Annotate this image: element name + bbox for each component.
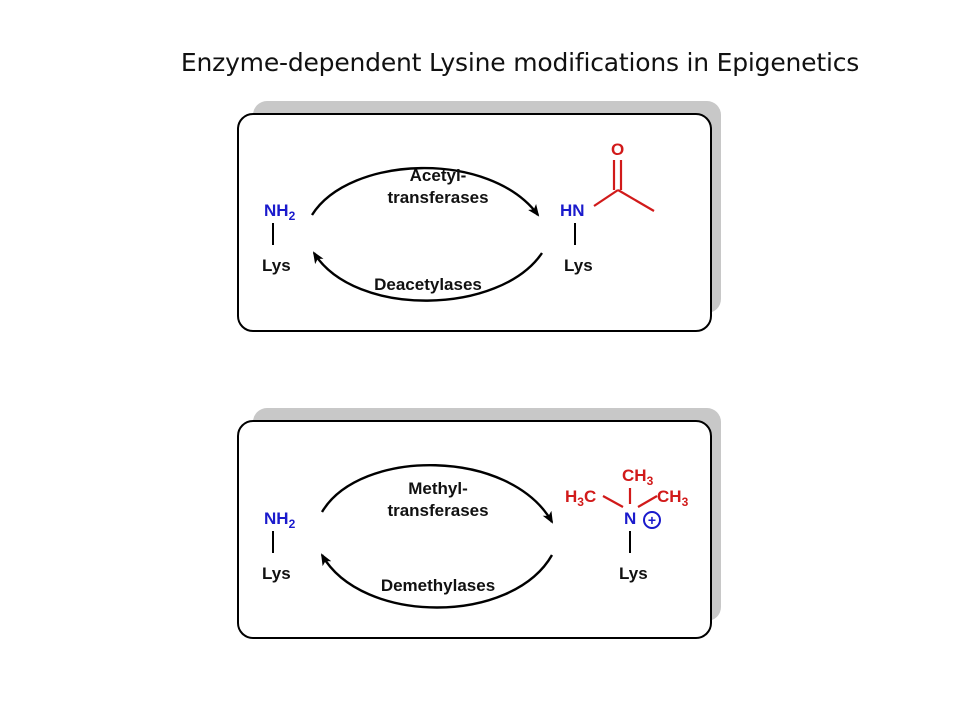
amine-label: NH2 [264, 509, 296, 531]
methyl-right-label: CH3 [657, 487, 689, 509]
acetyl-lysine-product: HN O Lys [560, 140, 655, 275]
lys-label: Lys [262, 256, 291, 275]
lys-label: Lys [619, 564, 648, 583]
page-title: Enzyme-dependent Lysine modifications in… [180, 48, 860, 77]
carbonyl-oxygen-label: O [611, 140, 624, 159]
methylation-panel [237, 420, 712, 639]
methyltransferases-label-line1: Methyl- [408, 479, 468, 498]
acetylation-substrate: NH2 Lys [262, 201, 296, 275]
ammonium-nitrogen-label: N [624, 509, 636, 528]
demethylases-label: Demethylases [381, 576, 495, 595]
n-methyl-right-bond [637, 495, 658, 508]
methyltransferases-label-line2: transferases [387, 501, 488, 520]
amide-nh-label: HN [560, 201, 585, 220]
trimethyl-lysine-product: CH3 H3C CH3 N + Lys [565, 466, 689, 583]
acetylation-forward-arrow [310, 166, 540, 217]
deacetylases-label: Deacetylases [374, 275, 482, 294]
acetyl-methyl-bond [617, 189, 655, 212]
lys-label: Lys [262, 564, 291, 583]
n-carbonyl-bond [593, 189, 619, 207]
positive-charge-sign: + [648, 512, 656, 528]
positive-charge-icon [643, 511, 661, 529]
acetyltransferases-label-line1: Acetyl- [410, 166, 467, 185]
acetyltransferases-label-line2: transferases [387, 188, 488, 207]
n-methyl-left-bond [602, 495, 624, 508]
methyl-left-label: H3C [565, 487, 596, 509]
methylation-reverse-arrow [320, 553, 554, 609]
amine-label: NH2 [264, 201, 296, 223]
methylation-forward-arrow [320, 464, 554, 524]
methylation-substrate: NH2 Lys [262, 509, 296, 583]
lys-label: Lys [564, 256, 593, 275]
acetylation-reverse-arrow [312, 251, 543, 302]
methyl-top-label: CH3 [622, 466, 654, 488]
